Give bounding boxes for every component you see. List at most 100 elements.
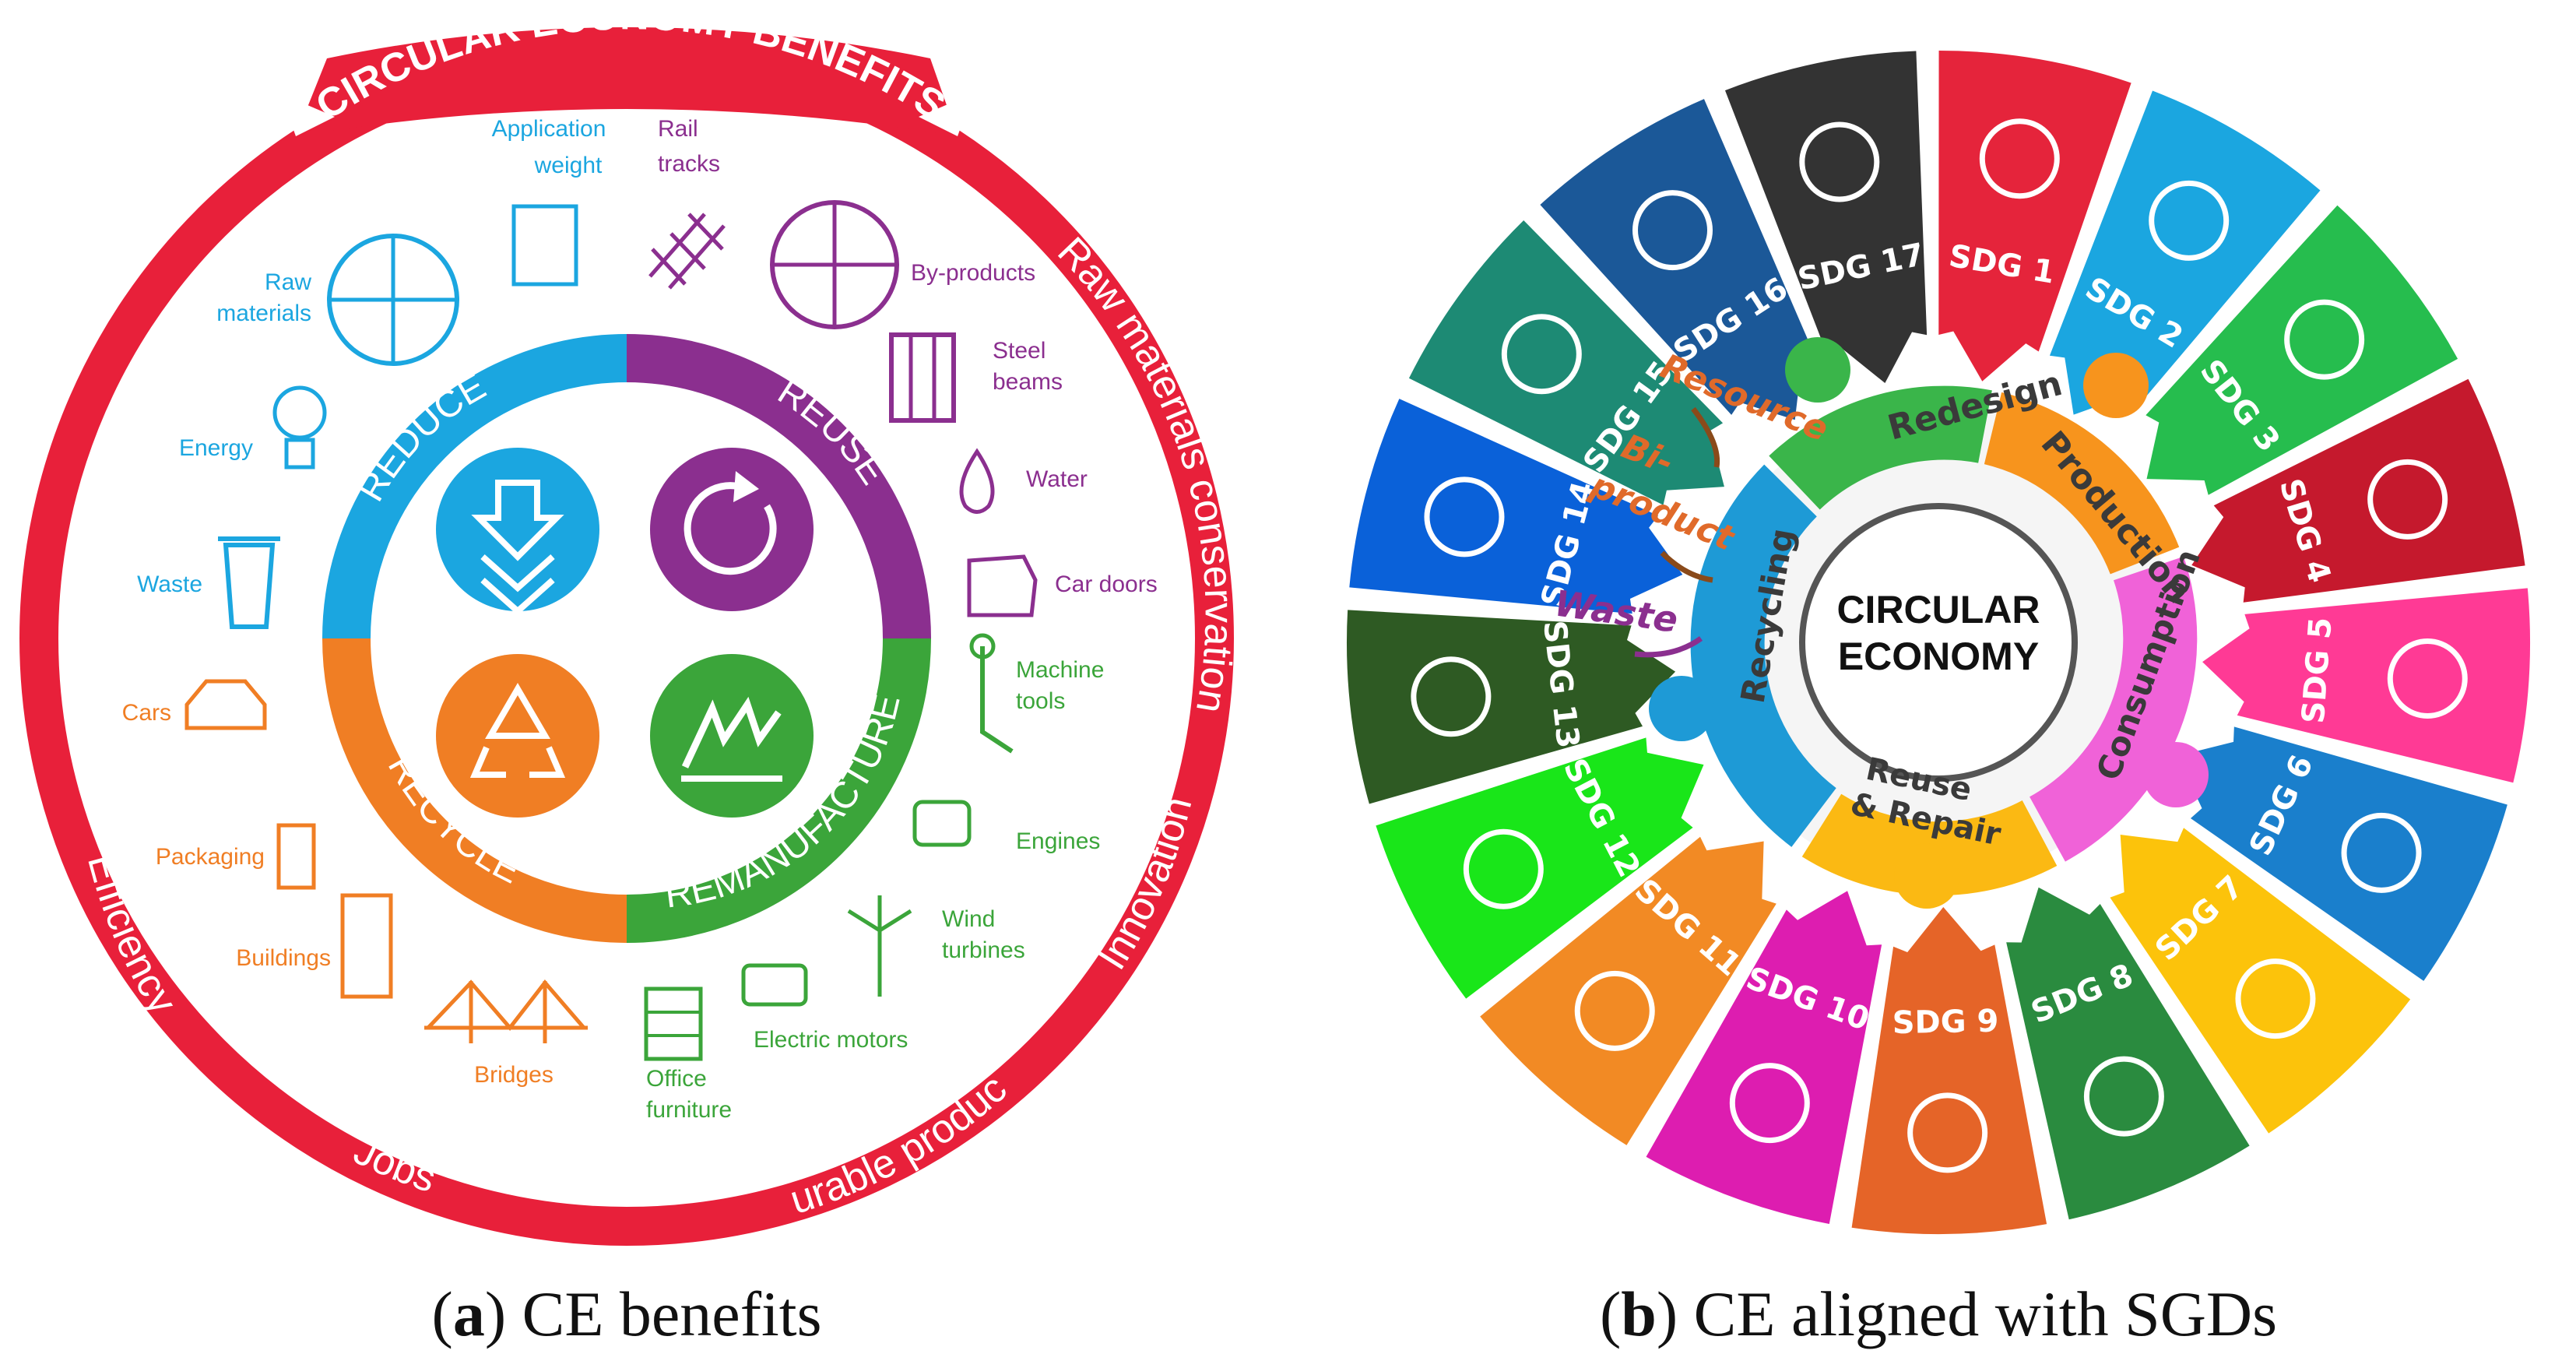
banner-notch-left xyxy=(280,93,335,136)
sdg-wedge-13: SDG 13 xyxy=(1347,610,1676,804)
stage-icons xyxy=(1649,337,2209,909)
electric-motor-icon xyxy=(741,963,808,1007)
resource-arrow xyxy=(1691,406,1720,468)
center-label-line2: ECONOMY xyxy=(1838,635,2039,678)
sdg-wedge-7: SDG 7 xyxy=(2110,828,2411,1134)
caption-a: (a) CE benefits xyxy=(432,1278,822,1349)
sdg-wedge-shape xyxy=(1480,836,1776,1145)
remanufacture-arc xyxy=(626,638,931,943)
recycling-segment xyxy=(1690,464,1837,847)
cubes-icon xyxy=(1907,1092,1988,1173)
item-cars: Cars xyxy=(122,700,171,726)
center-label-line1: CIRCULAR xyxy=(1836,588,2040,631)
tools-icon xyxy=(1894,843,1959,909)
sdg-wedge-shape xyxy=(2049,90,2321,415)
bowl-icon xyxy=(2149,180,2230,261)
sdg-wedge-14: SDG 14 xyxy=(1349,399,1683,614)
car-door-icon xyxy=(967,554,1038,617)
sdg-wedge-15: SDG 15 xyxy=(1408,220,1724,505)
item-office: Office xyxy=(646,1066,707,1092)
remanufacture-icon xyxy=(650,654,814,818)
header-banner xyxy=(296,27,958,136)
item-beams: beams xyxy=(993,369,1063,395)
tree-icon xyxy=(1501,314,1582,395)
item-steel: Steel xyxy=(993,338,1046,364)
car-weight-icon xyxy=(511,204,578,287)
water-drop-icon xyxy=(959,448,995,514)
office-furniture-icon xyxy=(644,986,703,1061)
sdg-wedge-8: SDG 8 xyxy=(2006,887,2250,1220)
sdg-wedge-17: SDG 17 xyxy=(1724,51,1928,384)
sdg-wedge-10: SDG 10 xyxy=(1646,891,1882,1224)
sdg-wedge-3: SDG 3 xyxy=(2145,205,2458,495)
panel-a-ce-benefits: CIRCULAR ECONOMY BENEFITS CO₂ emissions … xyxy=(0,0,1242,1349)
reuse-arc xyxy=(626,334,931,639)
sdg-wedge-shape xyxy=(1408,220,1724,505)
item-machine: Machine xyxy=(1016,657,1104,683)
reuse-items: Rail tracks By-products Steel beams Wate… xyxy=(648,116,1158,617)
reduce-arc xyxy=(322,334,627,639)
ring-label-efficiency: Efficiency xyxy=(79,849,185,1022)
dove-icon xyxy=(1632,190,1713,271)
recycle-b-icon xyxy=(1649,676,1714,741)
item-tools: tools xyxy=(1016,688,1065,714)
sdg-wedge-9: SDG 9 xyxy=(1851,906,2047,1234)
reduce-icon xyxy=(436,448,599,616)
recycle-items: Cars Packaging Buildings Bridges xyxy=(122,679,588,1088)
center-circle xyxy=(1799,503,2078,782)
sdg-wedge-2: SDG 2 xyxy=(2049,90,2321,415)
waste-arrow xyxy=(1634,636,1703,658)
sdg-wedge-shape xyxy=(1349,399,1683,614)
sdg-wedge-shape xyxy=(1724,51,1928,384)
recycle-arc xyxy=(322,638,627,943)
item-car-doors: Car doors xyxy=(1055,571,1158,597)
city-icon xyxy=(1574,970,1655,1051)
item-rail: Rail xyxy=(658,116,698,142)
item-engines: Engines xyxy=(1016,828,1100,854)
recycle-icon xyxy=(436,654,599,818)
reuse-icon xyxy=(650,448,814,611)
steel-beam-icon xyxy=(889,332,956,423)
can-icon xyxy=(276,823,316,890)
item-furniture: furniture xyxy=(646,1097,732,1123)
water-glass-icon xyxy=(2341,812,2422,893)
bridge-icon xyxy=(424,979,588,1043)
sdg-wedge-6: SDG 6 xyxy=(2177,726,2507,981)
item-weight: weight xyxy=(534,153,603,178)
sdg-wedge-5: SDG 5 xyxy=(2202,588,2530,783)
car-icon xyxy=(185,679,267,730)
sdg-wedge-shape xyxy=(1540,99,1817,420)
banner-notch-right xyxy=(919,93,973,136)
power-sun-icon xyxy=(2235,958,2316,1039)
item-materials: materials xyxy=(216,301,311,326)
wind-turbine-icon xyxy=(847,895,912,997)
item-energy: Energy xyxy=(179,435,253,461)
item-tracks: tracks xyxy=(658,151,720,177)
building-icon xyxy=(340,893,393,999)
item-bridges: Bridges xyxy=(474,1062,554,1088)
item-application: Application xyxy=(492,116,606,142)
bin-icon xyxy=(223,543,276,629)
heartbeat-icon xyxy=(2284,299,2365,380)
sdg-label: SDG 9 xyxy=(1892,1004,1998,1042)
sdg-wedge-4: SDG 4 xyxy=(2191,378,2525,603)
sdg-wedge-11: SDG 11 xyxy=(1480,836,1776,1145)
consumption-segment xyxy=(2029,556,2198,862)
sdg-wedge-shape xyxy=(1347,610,1676,804)
biproduct-arrow xyxy=(1660,550,1713,583)
item-by-products: By-products xyxy=(911,260,1035,286)
sdg-wedge-shape xyxy=(2202,588,2530,783)
item-packaging: Packaging xyxy=(156,844,265,870)
head-idea-icon xyxy=(1785,337,1850,403)
infinity-icon xyxy=(1463,828,1544,909)
arrows-icon xyxy=(1729,1063,1810,1144)
sdg-wedge-shape xyxy=(1938,51,2131,382)
sdg-wedge-shape xyxy=(2145,205,2458,495)
sdg-wedge-shape xyxy=(1646,891,1882,1224)
rings-icon xyxy=(1799,121,1880,202)
outer-red-ring xyxy=(19,31,1234,1246)
item-turbines: turbines xyxy=(942,937,1025,963)
